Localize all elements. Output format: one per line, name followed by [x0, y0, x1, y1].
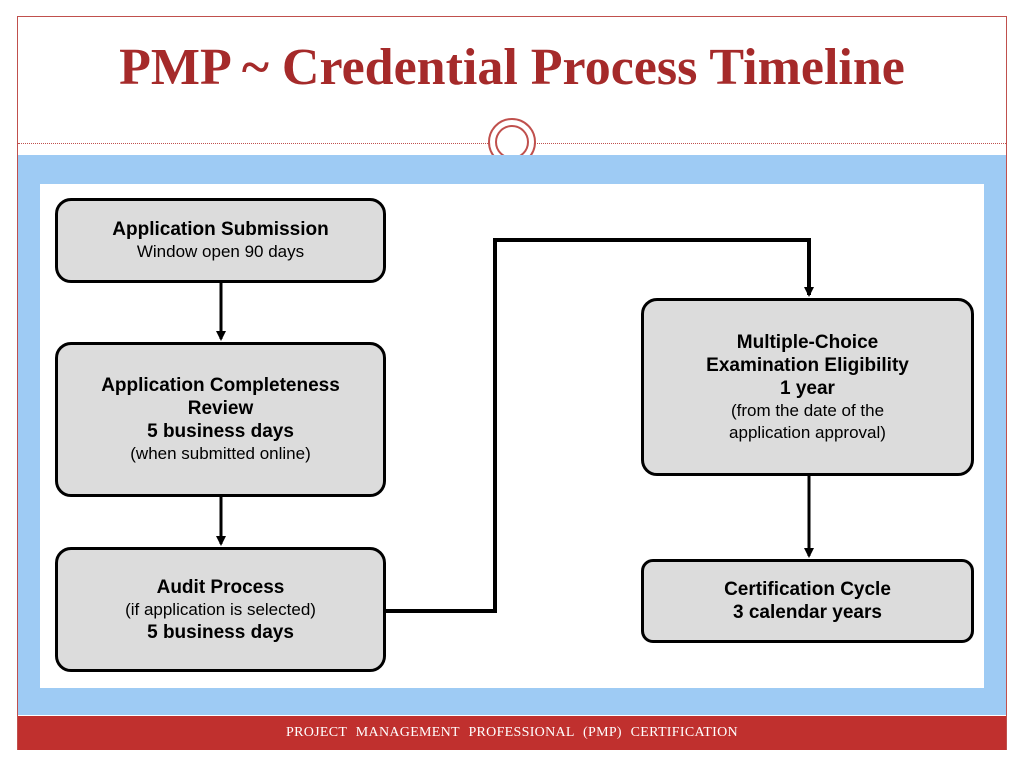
- step-heading: Application Submission: [112, 219, 329, 240]
- step-heading-line1: Multiple-Choice: [736, 331, 879, 353]
- footer-bar: PROJECT MANAGEMENT PROFESSIONAL (PMP) CE…: [18, 716, 1006, 750]
- slide-title: PMP ~ Credential Process Timeline: [119, 39, 905, 96]
- step-heading-line2: Examination Eligibility: [706, 354, 909, 376]
- arrow-audit-to-eligibility: [386, 238, 814, 613]
- step-completeness-review: Application Completeness Review 5 busine…: [55, 342, 386, 497]
- step-duration: 5 business days: [147, 621, 294, 643]
- step-note-line1: (from the date of the: [730, 400, 885, 420]
- step-note-line2: application approval): [729, 422, 886, 442]
- step-heading-line2: Review: [187, 398, 254, 419]
- step-note: (if application is selected): [125, 599, 316, 619]
- step-heading-line1: Application Completeness: [101, 375, 340, 396]
- step-duration: 1 year: [780, 377, 835, 399]
- step-heading: Audit Process: [156, 576, 285, 598]
- step-duration: 5 business days: [147, 421, 294, 442]
- step-note: (when submitted online): [130, 444, 311, 463]
- step-audit-process: Audit Process (if application is selecte…: [55, 547, 386, 672]
- step-application-submission: Application Submission Window open 90 da…: [55, 198, 386, 283]
- step-exam-eligibility: Multiple-Choice Examination Eligibility …: [641, 298, 974, 476]
- footer-text: PROJECT MANAGEMENT PROFESSIONAL (PMP) CE…: [286, 725, 738, 740]
- step-certification-cycle: Certification Cycle 3 calendar years: [641, 559, 974, 643]
- step-detail: Window open 90 days: [136, 242, 305, 261]
- step-heading: Certification Cycle: [724, 579, 891, 600]
- step-duration: 3 calendar years: [733, 602, 882, 623]
